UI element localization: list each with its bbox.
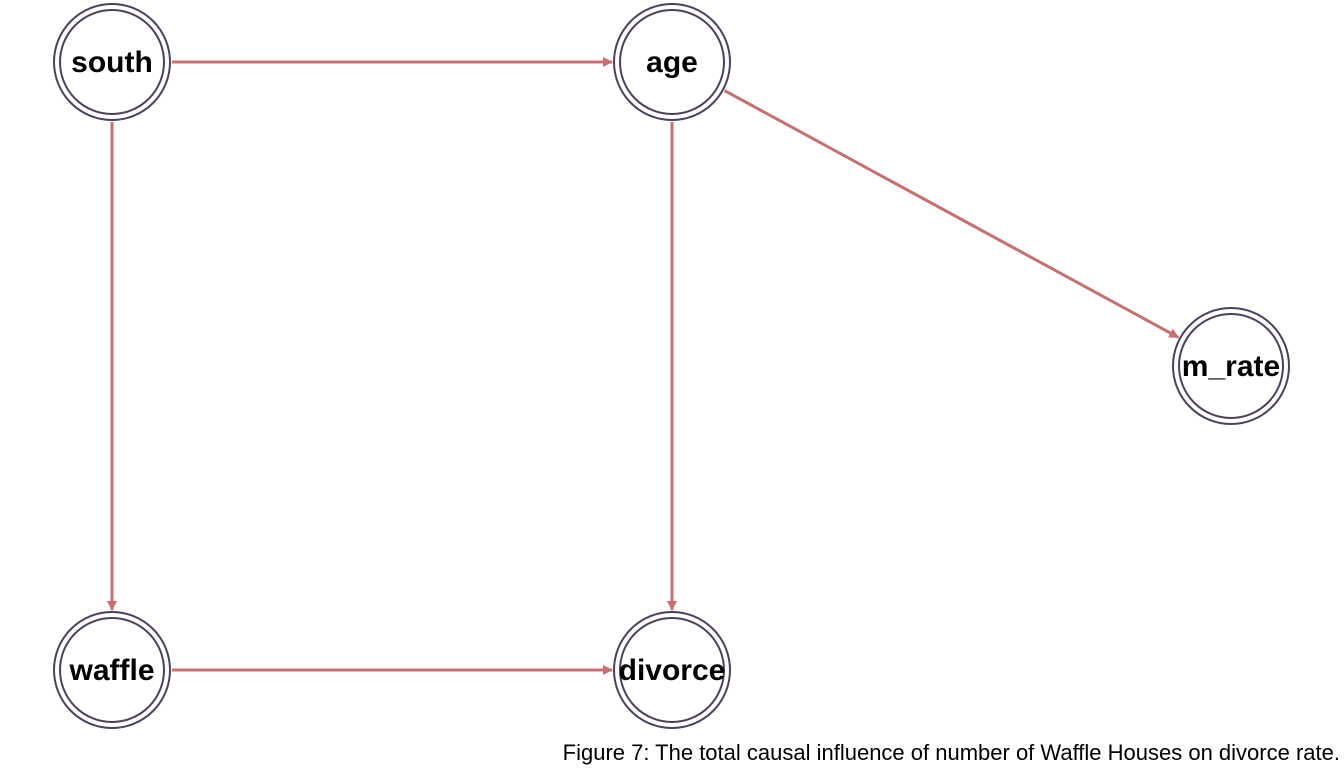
- edge-age-to-m_rate: [723, 89, 1180, 339]
- node-inner-ring: [59, 617, 165, 723]
- figure-caption: Figure 7: The total causal influence of …: [562, 740, 1340, 765]
- node-divorce: divorce: [613, 611, 731, 729]
- node-label-m_rate: m_rate: [1182, 350, 1280, 383]
- node-inner-ring: [619, 617, 725, 723]
- node-inner-ring: [619, 9, 725, 115]
- node-south: south: [53, 3, 171, 121]
- node-inner-ring: [59, 9, 165, 115]
- node-m_rate: m_rate: [1172, 307, 1290, 425]
- node-age: age: [613, 3, 731, 121]
- node-label-south: south: [71, 46, 153, 79]
- node-inner-ring: [1178, 313, 1284, 419]
- node-label-divorce: divorce: [619, 654, 726, 687]
- node-waffle: waffle: [53, 611, 171, 729]
- node-label-age: age: [646, 46, 698, 79]
- edges-layer: [107, 57, 1180, 675]
- node-label-waffle: waffle: [68, 654, 154, 687]
